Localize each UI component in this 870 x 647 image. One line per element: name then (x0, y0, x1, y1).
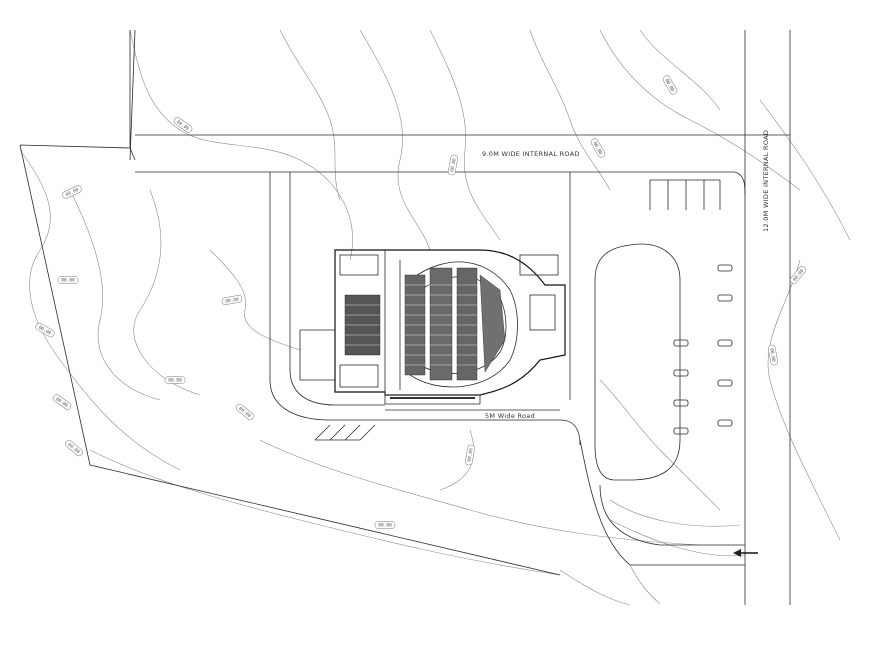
parked-cars (673, 264, 733, 435)
entry-driveway (579, 439, 745, 566)
parking-bays-top (649, 179, 721, 210)
contour-tag: 00.00 (168, 378, 182, 384)
contour-tag: 00.00 (768, 348, 776, 363)
contour-tag: 00.00 (65, 187, 80, 198)
contour-tags: 00.00 00.00 00.00 00.00 00.00 00.00 00.0… (35, 75, 807, 529)
south-road-label: 5M Wide Road (485, 412, 535, 420)
internal-road-top (135, 134, 790, 173)
contour-tag: 00.00 (378, 523, 392, 529)
internal-road-right (734, 30, 791, 605)
auditorium-building (299, 249, 566, 405)
right-road-label: 12.0M WIDE INTERNAL ROAD (762, 130, 770, 232)
arrow-left-icon (733, 549, 758, 557)
south-road (269, 172, 581, 446)
oval-driveway (594, 243, 681, 481)
contour-lines (19, 29, 851, 606)
contour-tag: 00.00 (449, 158, 457, 173)
contour-tag: 00.00 (466, 448, 474, 463)
parking-angled-sw (314, 424, 376, 441)
contour-tag: 00.00 (225, 296, 240, 304)
top-road-label: 9.0M WIDE INTERNAL ROAD (482, 150, 580, 158)
site-boundary (19, 29, 561, 576)
contour-tag: 00.00 (61, 278, 75, 284)
